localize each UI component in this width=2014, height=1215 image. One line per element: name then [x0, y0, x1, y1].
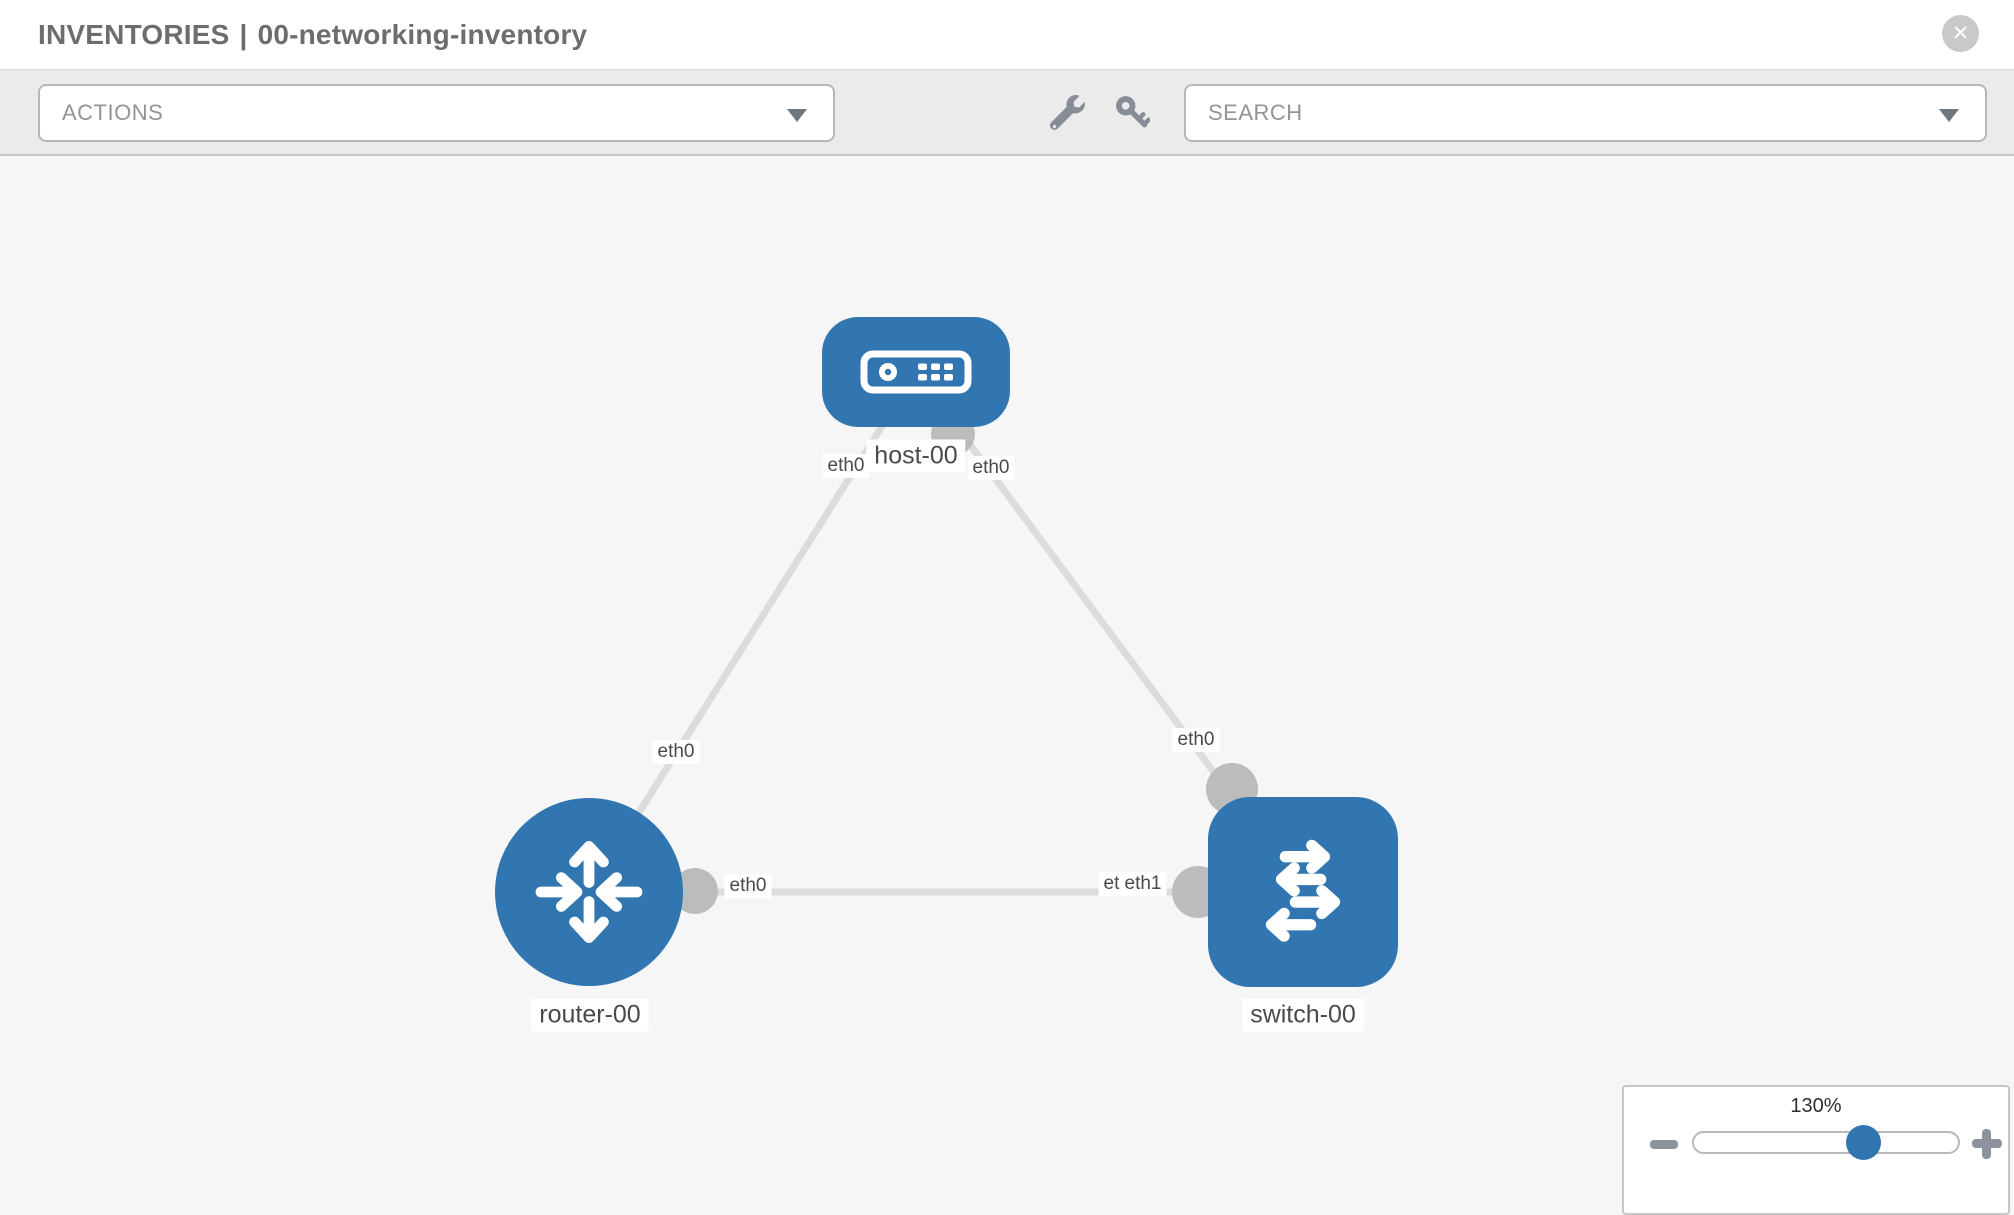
zoom-control-panel: 130%: [1622, 1085, 2010, 1215]
inventory-name: 00-networking-inventory: [257, 19, 588, 50]
node-label-router: router-00: [531, 998, 649, 1032]
interface-label-router-switch-src: eth0: [724, 874, 772, 898]
node-label-host: host-00: [866, 439, 966, 473]
search-dropdown-label: SEARCH: [1208, 100, 1303, 125]
breadcrumb-separator: |: [239, 19, 248, 50]
interface-label-host-switch-dst: eth0: [1172, 728, 1220, 752]
zoom-level-value: 130%: [1790, 1095, 1842, 1117]
interface-label-host-router-dst: eth0: [652, 740, 700, 764]
zoom-slider-thumb[interactable]: [1846, 1125, 1881, 1160]
toolbar: ACTIONS SEARCH: [0, 70, 2014, 156]
zoom-out-button[interactable]: [1650, 1140, 1678, 1149]
topology-canvas[interactable]: host-00 router-00 switch-00 eth0 eth0 et…: [0, 156, 2014, 1215]
wrench-icon[interactable]: [1050, 95, 1086, 131]
key-icon[interactable]: [1114, 95, 1150, 131]
search-dropdown[interactable]: SEARCH: [1184, 84, 1987, 142]
actions-dropdown-label: ACTIONS: [62, 100, 164, 125]
interface-label-host-router-src: eth0: [822, 454, 870, 478]
breadcrumb-section: INVENTORIES: [38, 19, 230, 50]
node-host-00[interactable]: [822, 317, 1010, 427]
node-label-switch: switch-00: [1242, 998, 1364, 1032]
zoom-slider-track[interactable]: [1692, 1131, 1960, 1154]
zoom-in-button[interactable]: [1972, 1129, 2002, 1159]
interface-label-router-switch-dst: eth1: [1119, 872, 1167, 896]
close-icon[interactable]: ✕: [1942, 15, 1979, 52]
actions-dropdown[interactable]: ACTIONS: [38, 84, 835, 142]
router-icon: [535, 841, 643, 943]
switch-icon: [1265, 839, 1341, 942]
page-header: INVENTORIES | 00-networking-inventory ✕: [0, 0, 2014, 70]
interface-label-host-switch-src: eth0: [967, 456, 1015, 480]
page-title: INVENTORIES | 00-networking-inventory: [38, 0, 587, 69]
node-router-00[interactable]: [495, 798, 683, 986]
topology-links-layer: [586, 369, 1306, 918]
host-icon: [860, 350, 972, 394]
node-switch-00[interactable]: [1208, 797, 1398, 987]
caret-down-icon: [1939, 109, 1959, 122]
caret-down-icon: [787, 109, 807, 122]
interface-dot-router[interactable]: [672, 868, 718, 914]
